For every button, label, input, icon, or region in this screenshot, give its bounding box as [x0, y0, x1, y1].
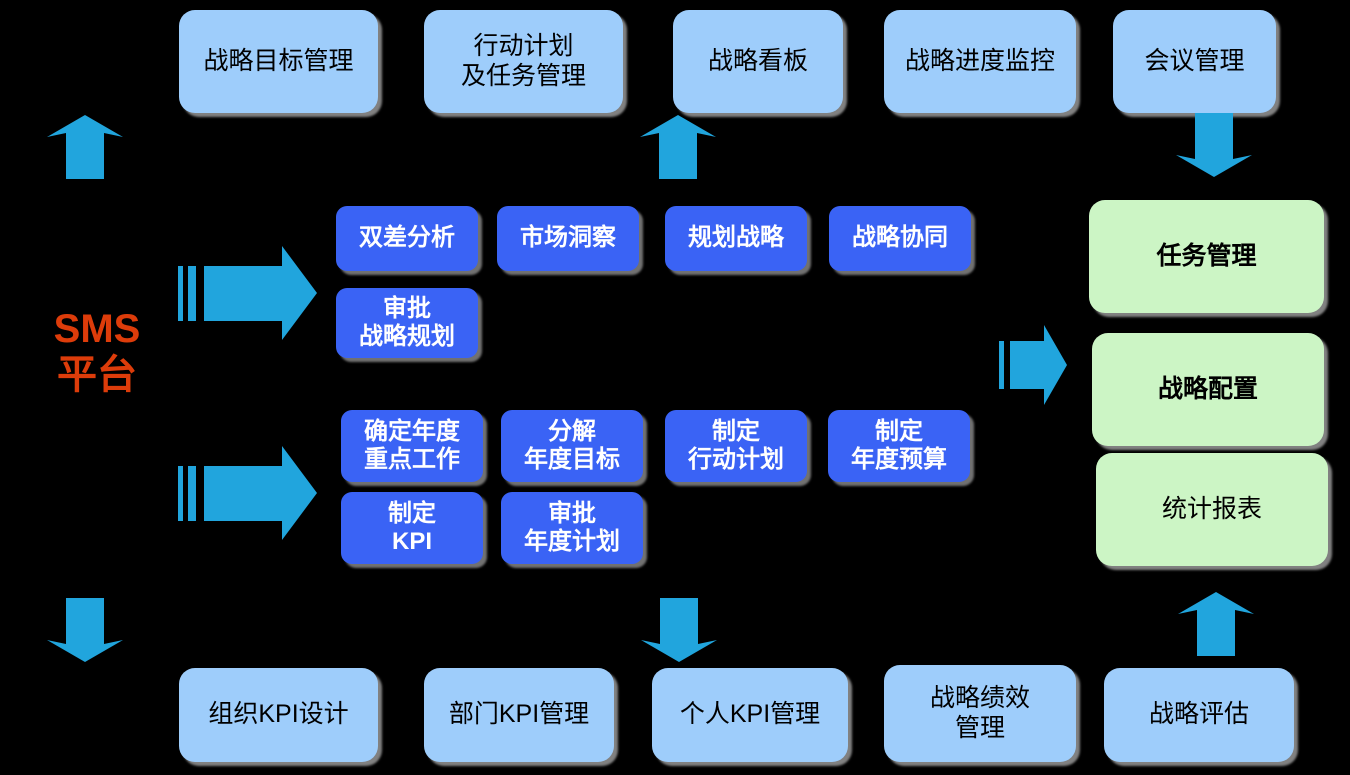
bottom-box-personal-kpi-management[interactable]: 个人KPI管理 — [652, 668, 848, 762]
top-box-strategy-goal-management[interactable]: 战略目标管理 — [179, 10, 378, 113]
right-box-strategy-configuration[interactable]: 战略配置 — [1092, 333, 1324, 446]
mid-box-approve-strategy-plan[interactable]: 审批 战略规划 — [336, 288, 478, 358]
mid-box-formulate-action-plan[interactable]: 制定 行动计划 — [665, 410, 807, 482]
mid-box-market-insight[interactable]: 市场洞察 — [497, 206, 639, 271]
bottom-box-department-kpi-management[interactable]: 部门KPI管理 — [424, 668, 614, 762]
mid-box-formulate-annual-budget[interactable]: 制定 年度预算 — [828, 410, 970, 482]
mid-box-approve-annual-plan[interactable]: 审批 年度计划 — [501, 492, 643, 564]
top-box-strategy-progress-monitoring[interactable]: 战略进度监控 — [884, 10, 1076, 113]
arrow-down-right-top — [1176, 113, 1252, 177]
mid-box-decompose-annual-goal[interactable]: 分解 年度目标 — [501, 410, 643, 482]
top-box-action-plan-task-management[interactable]: 行动计划 及任务管理 — [424, 10, 623, 113]
right-box-statistical-report[interactable]: 统计报表 — [1096, 453, 1328, 566]
sms-platform-label: SMS 平台 — [53, 307, 141, 397]
bottom-box-strategy-performance-management[interactable]: 战略绩效 管理 — [884, 665, 1076, 762]
arrow-right-annual-plan — [178, 446, 317, 540]
arrow-right-to-config — [999, 325, 1067, 405]
mid-box-determine-annual-key-work[interactable]: 确定年度 重点工作 — [341, 410, 483, 482]
arrow-right-strategy-planning — [178, 246, 317, 340]
mid-box-formulate-kpi[interactable]: 制定 KPI — [341, 492, 483, 564]
arrow-up-left-top — [47, 115, 123, 179]
arrow-down-center-bottom — [641, 598, 717, 662]
mid-box-strategy-collaboration[interactable]: 战略协同 — [829, 206, 971, 271]
arrow-up-center-top — [640, 115, 716, 179]
bottom-box-strategy-evaluation[interactable]: 战略评估 — [1104, 668, 1294, 762]
mid-box-planning-strategy[interactable]: 规划战略 — [665, 206, 807, 271]
right-box-task-management[interactable]: 任务管理 — [1089, 200, 1324, 313]
top-box-strategy-dashboard[interactable]: 战略看板 — [673, 10, 843, 113]
arrow-up-right-bottom — [1178, 592, 1254, 656]
top-box-meeting-management[interactable]: 会议管理 — [1113, 10, 1276, 113]
bottom-box-org-kpi-design[interactable]: 组织KPI设计 — [179, 668, 378, 762]
mid-box-dual-gap-analysis[interactable]: 双差分析 — [336, 206, 478, 271]
arrow-down-left-bottom — [47, 598, 123, 662]
